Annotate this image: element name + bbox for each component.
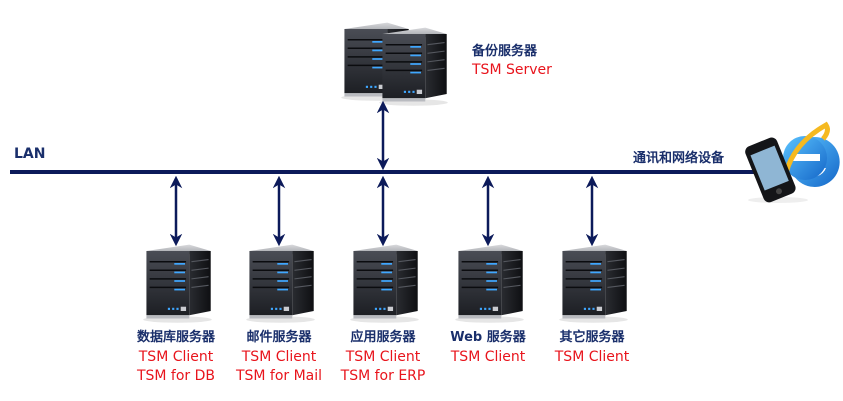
server-software: TSM for ERP xyxy=(340,368,426,384)
server-software: TSM Client xyxy=(138,349,214,365)
backup-server-software: TSM Server xyxy=(472,62,552,78)
server-icon xyxy=(243,238,318,324)
backup-server-name: 备份服务器 xyxy=(472,44,538,59)
server-software: TSM for Mail xyxy=(235,368,323,384)
server-software: TSM for DB xyxy=(136,368,216,384)
backup-server-label: 备份服务器 TSM Server xyxy=(472,40,552,80)
server-icon xyxy=(452,238,527,324)
network-device-icon xyxy=(738,118,840,208)
server-icon xyxy=(556,238,631,324)
server-label: 其它服务器 TSM Client xyxy=(532,326,652,367)
internet-explorer-icon xyxy=(748,121,840,203)
server-name: 应用服务器 xyxy=(350,330,416,345)
server-name: Web 服务器 xyxy=(450,330,526,345)
server-label: Web 服务器 TSM Client xyxy=(428,326,548,367)
backup-server-icon xyxy=(338,16,448,106)
server-name: 其它服务器 xyxy=(559,330,625,345)
server-name: 邮件服务器 xyxy=(246,330,312,345)
server-software: TSM Client xyxy=(450,349,526,365)
server-icon xyxy=(140,238,215,324)
backup-server-link-arrow xyxy=(376,100,390,171)
server-link-arrow xyxy=(585,175,599,247)
server-name: 数据库服务器 xyxy=(136,330,215,345)
server-icon xyxy=(376,21,451,107)
server-link-arrow xyxy=(169,175,183,247)
server-link-arrow xyxy=(481,175,495,247)
server-icon xyxy=(347,238,422,324)
server-link-arrow xyxy=(272,175,286,247)
network-device-label: 通讯和网络设备 xyxy=(633,151,725,166)
server-software: TSM Client xyxy=(241,349,317,365)
server-link-arrow xyxy=(376,175,390,247)
lan-line xyxy=(10,170,762,174)
server-software: TSM Client xyxy=(345,349,421,365)
lan-label: LAN xyxy=(14,146,46,162)
server-software: TSM Client xyxy=(554,349,630,365)
mobile-phone-icon xyxy=(745,137,796,203)
